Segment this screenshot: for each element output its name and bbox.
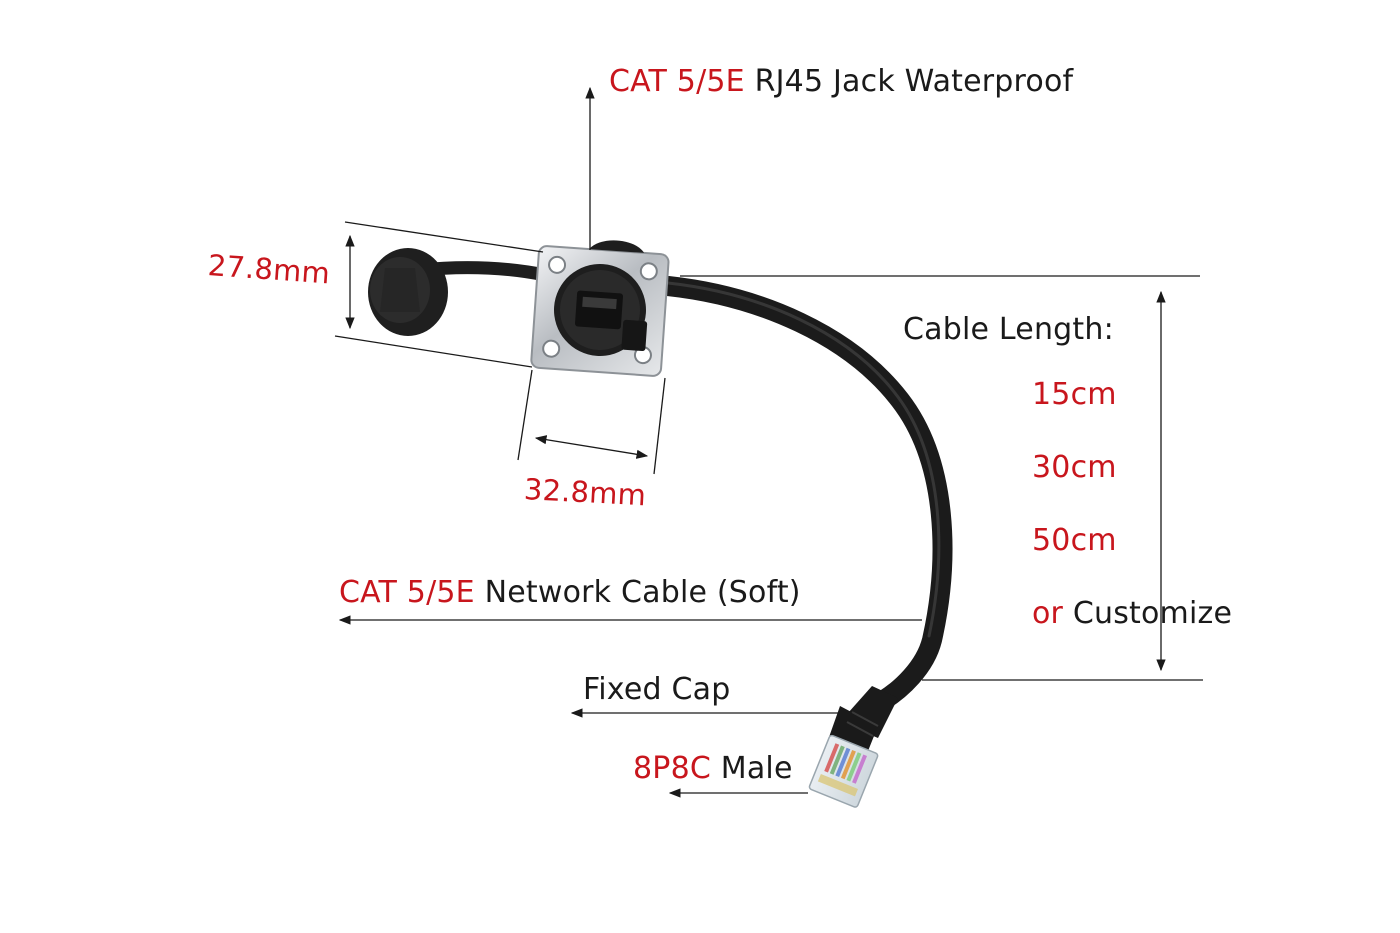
callout-lines [334, 86, 1203, 798]
jack-title-prefix: CAT 5/5E [609, 64, 745, 99]
rj45-plug [808, 734, 879, 808]
customize-prefix: or [1032, 596, 1064, 631]
customize-suffix: Customize [1072, 596, 1233, 631]
plug-label-suffix: Male [720, 751, 793, 786]
fixed-cap-label: Fixed Cap [583, 672, 731, 707]
cable-label-suffix: Network Cable (Soft) [484, 575, 801, 610]
network-cable [658, 276, 953, 710]
cable-label: CAT 5/5E Network Cable (Soft) [339, 575, 801, 610]
height-extension-bottom [334, 335, 533, 368]
product-image [368, 240, 953, 808]
jack-title: CAT 5/5E RJ45 Jack Waterproof [609, 64, 1073, 99]
jack-title-suffix: RJ45 Jack Waterproof [754, 64, 1074, 99]
protective-cap [368, 248, 552, 336]
length-option-30cm: 30cm [1032, 450, 1117, 485]
length-option-50cm: 50cm [1032, 523, 1117, 558]
plug-label-prefix: 8P8C [633, 751, 712, 786]
length-option-15cm: 15cm [1032, 377, 1117, 412]
width-dimension-label: 32.8mm [523, 472, 648, 513]
height-extension-top [344, 221, 544, 253]
rj45-jack [530, 240, 670, 377]
cable-label-prefix: CAT 5/5E [339, 575, 475, 610]
width-extension-right [653, 377, 666, 475]
plug-label: 8P8C Male [633, 751, 793, 786]
customize-option: or Customize [1032, 596, 1232, 631]
cable-length-title: Cable Length: [903, 312, 1114, 347]
width-dimension-arrow [534, 435, 649, 459]
width-extension-left [517, 369, 533, 461]
